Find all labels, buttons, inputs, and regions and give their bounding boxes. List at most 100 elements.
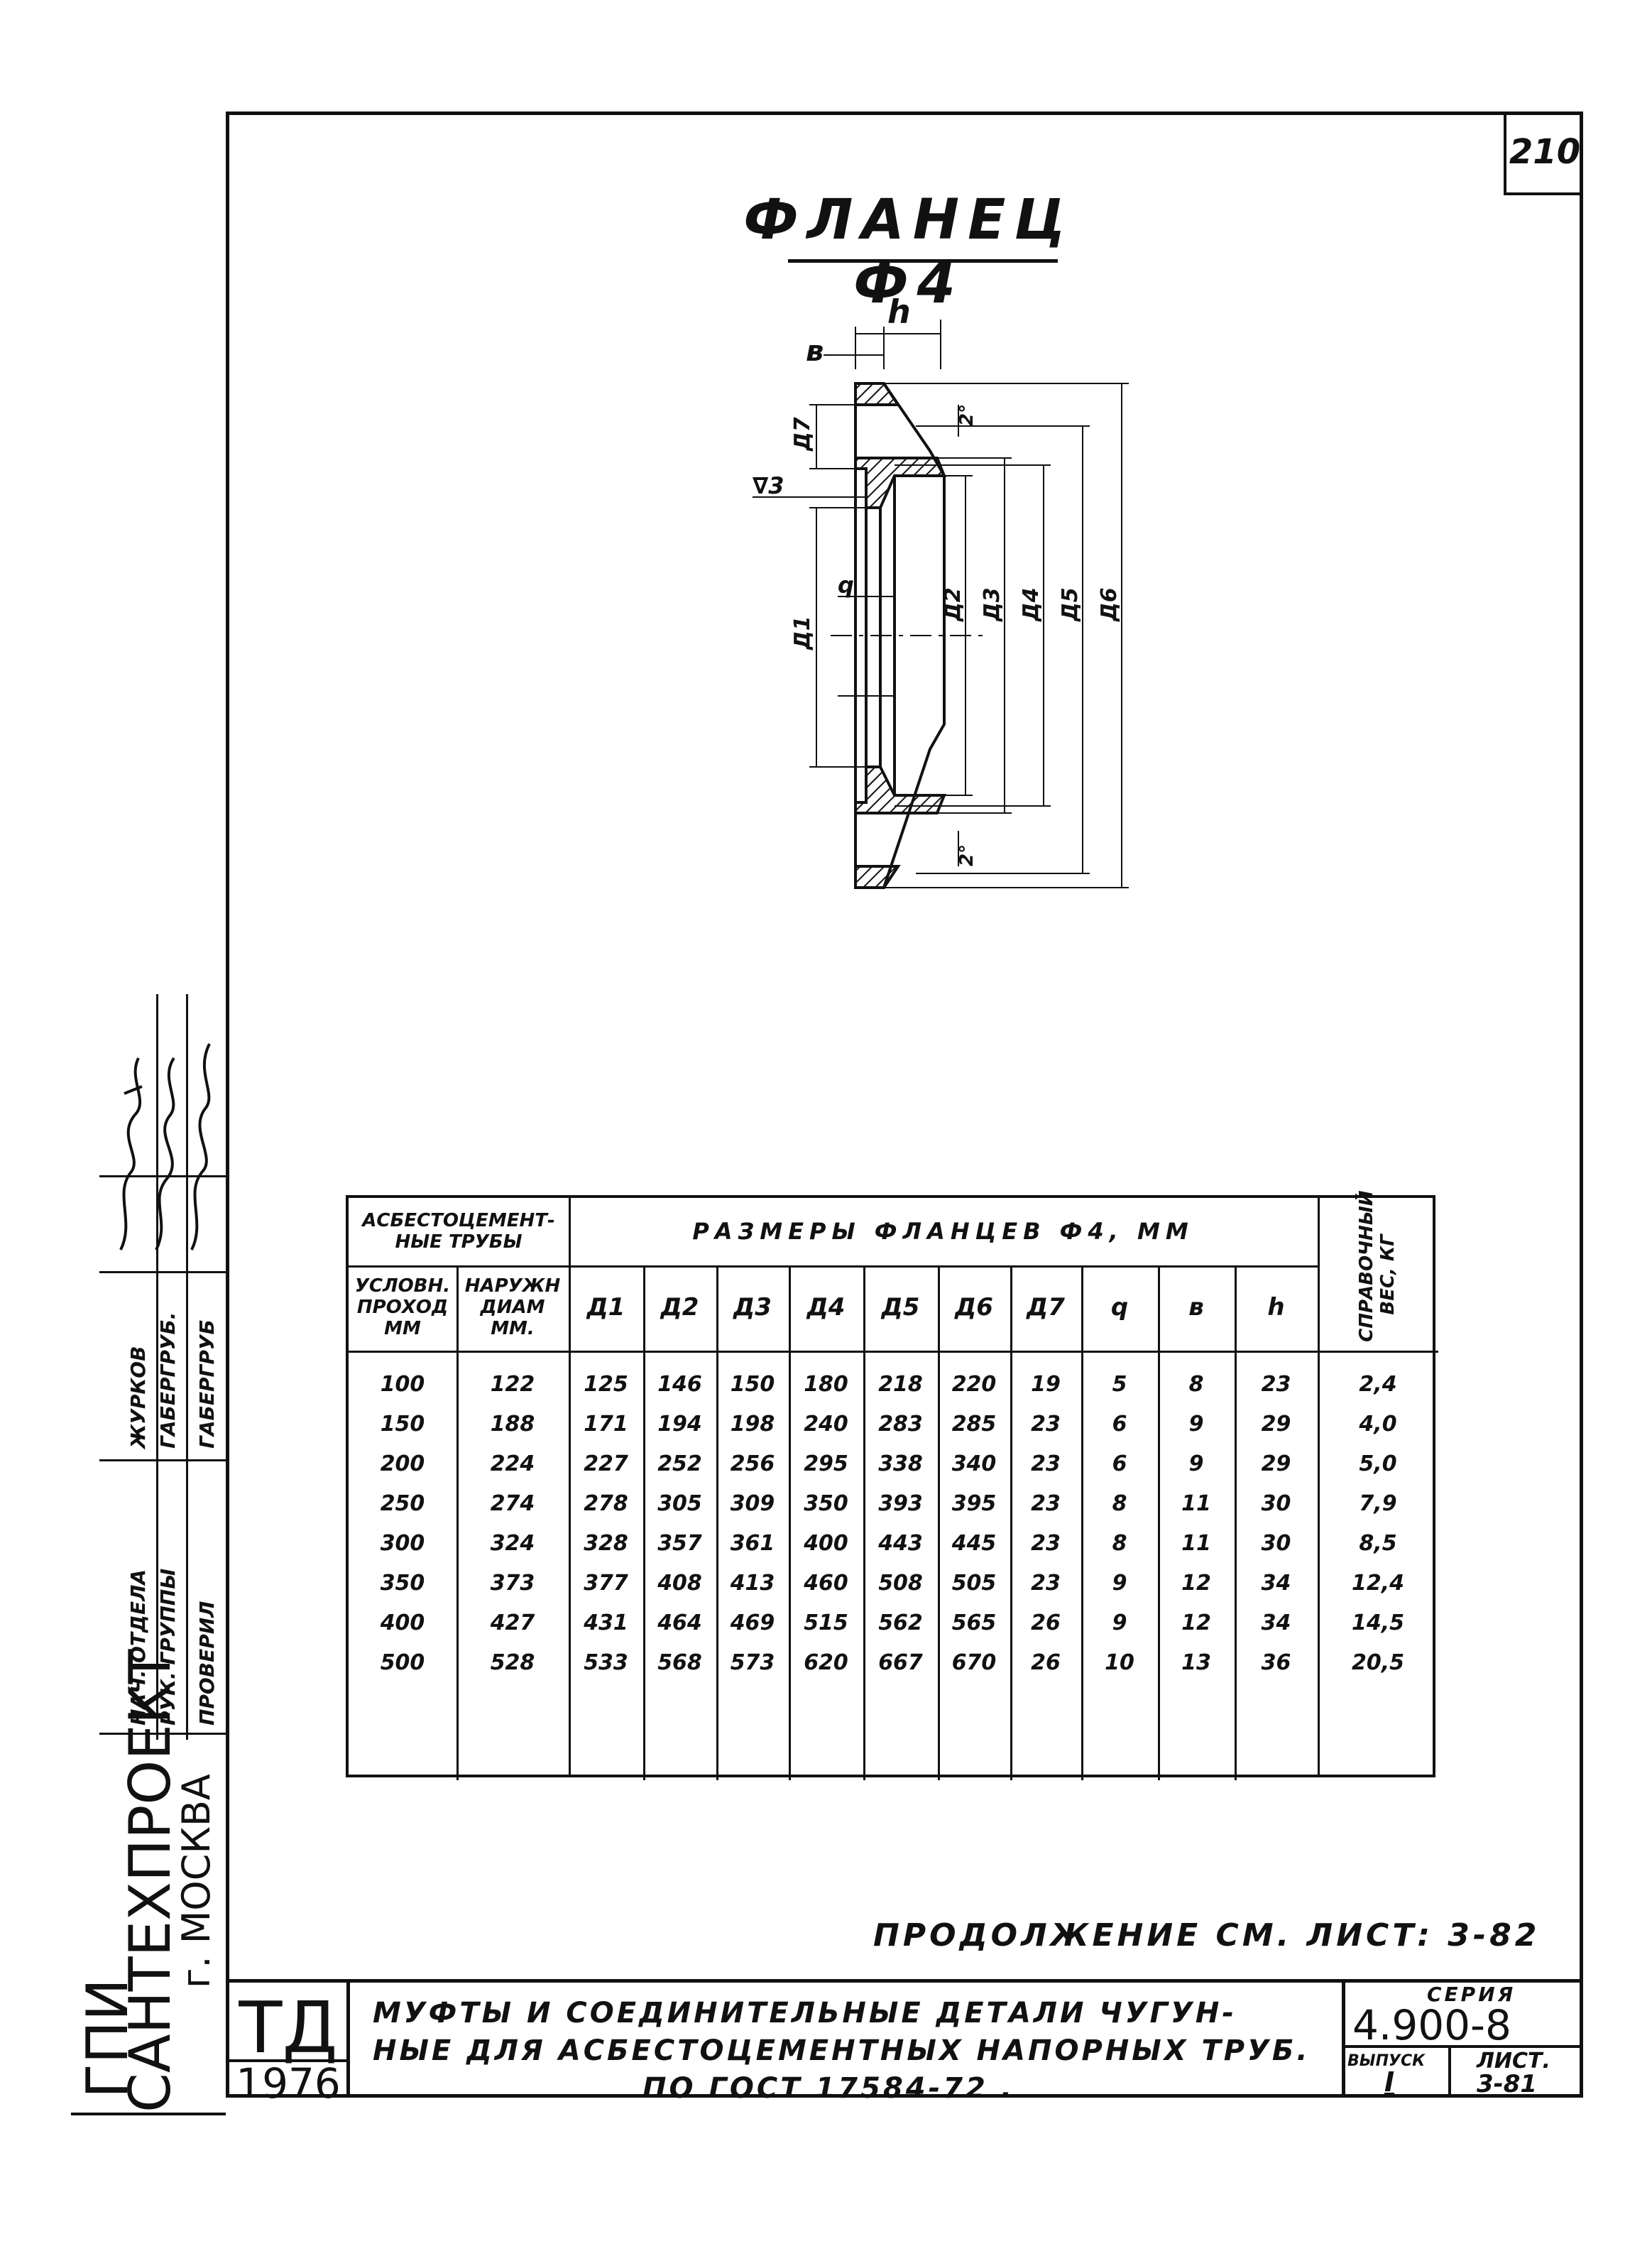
header-Д2: Д2	[660, 1293, 699, 1322]
page-number: 210	[1504, 111, 1583, 195]
table-vline	[716, 1265, 718, 1780]
stamp-sep-2	[99, 1271, 226, 1273]
table-cell: 26	[1031, 1610, 1061, 1635]
title-block-series-line	[1342, 2045, 1583, 2048]
table-vline	[456, 1265, 459, 1780]
header-nominal: УСЛОВН. ПРОХОД ММ	[354, 1275, 451, 1339]
table-cell: 408	[657, 1570, 702, 1596]
table-cell: 350	[804, 1491, 848, 1516]
table-cell: 8	[1112, 1530, 1127, 1556]
table-cell: 180	[804, 1371, 848, 1397]
table-cell: 565	[951, 1610, 997, 1635]
table-hline	[349, 1351, 1438, 1353]
table-cell: 30	[1261, 1491, 1291, 1516]
header-Д5: Д5	[881, 1293, 920, 1322]
table-vline	[1158, 1265, 1160, 1780]
table-cell: 4,0	[1359, 1411, 1397, 1437]
table-cell: 9	[1112, 1570, 1127, 1596]
header-h: h	[1267, 1293, 1285, 1322]
table-cell: 240	[804, 1411, 848, 1437]
table-cell: 8,5	[1359, 1530, 1397, 1556]
table-cell: 443	[878, 1530, 923, 1556]
table-cell: 8	[1112, 1491, 1127, 1516]
table-cell: 670	[951, 1650, 997, 1675]
table-cell: 515	[804, 1610, 848, 1635]
table-cell: 256	[730, 1451, 775, 1476]
table-cell: 500	[380, 1650, 425, 1675]
table-cell: 309	[730, 1491, 775, 1516]
table-cell: 505	[951, 1570, 997, 1596]
table-cell: 395	[951, 1491, 997, 1516]
table-cell: 14,5	[1351, 1610, 1405, 1635]
table-cell: 400	[804, 1530, 848, 1556]
table-cell: 11	[1181, 1491, 1211, 1516]
header-Д4: Д4	[806, 1293, 846, 1322]
table-cell: 373	[490, 1570, 535, 1596]
header-Д3: Д3	[733, 1293, 772, 1322]
table-cell: 250	[380, 1491, 425, 1516]
table-cell: 528	[490, 1650, 535, 1675]
stamp-sep-4	[99, 1733, 226, 1735]
table-cell: 9	[1188, 1451, 1204, 1476]
issue-value: I	[1384, 2066, 1395, 2098]
table-cell: 357	[657, 1530, 702, 1556]
label-d2: Д2	[941, 587, 966, 622]
label-d7: Д7	[790, 417, 815, 452]
table-cell: 100	[380, 1371, 425, 1397]
table-cell: 361	[730, 1530, 775, 1556]
table-cell: 2,4	[1359, 1371, 1397, 1397]
table-cell: 7,9	[1359, 1491, 1397, 1516]
table-vline	[1235, 1265, 1237, 1780]
table-cell: 188	[490, 1411, 535, 1437]
table-cell: 34	[1261, 1570, 1291, 1596]
table-cell: 6	[1112, 1411, 1127, 1437]
title-block-line-3: ПО ГОСТ 17584-72 .	[642, 2072, 1015, 2105]
table-cell: 568	[657, 1650, 702, 1675]
table-vline	[789, 1265, 791, 1780]
year: 1976	[236, 2059, 341, 2108]
stamp-name-3: ГАБЕРГРУБ	[195, 1319, 219, 1449]
table-cell: 5,0	[1359, 1451, 1397, 1476]
table-cell: 122	[490, 1371, 535, 1397]
table-cell: 5	[1112, 1371, 1127, 1397]
table-cell: 533	[584, 1650, 628, 1675]
table-vline	[863, 1265, 865, 1780]
table-cell: 23	[1031, 1530, 1061, 1556]
title-underline	[788, 259, 1058, 263]
sheet-label: ЛИСТ.	[1477, 2049, 1550, 2074]
table-cell: 171	[584, 1411, 628, 1437]
table-cell: 667	[878, 1650, 923, 1675]
stamp-sep-3	[99, 1175, 226, 1177]
table-cell: 573	[730, 1650, 775, 1675]
table-cell: 283	[878, 1411, 923, 1437]
stamp-name-1: ЖУРКОВ	[126, 1346, 150, 1449]
table-cell: 10	[1105, 1650, 1134, 1675]
header-weight-text: СПРАВОЧНЫЙ ВЕС, КГ	[1356, 1190, 1399, 1342]
table-cell: 23	[1261, 1371, 1291, 1397]
stamp-role-2: РУК. ГРУППЫ	[156, 1568, 180, 1726]
table-cell: 6	[1112, 1451, 1127, 1476]
td-mark: ТД	[239, 1985, 338, 2069]
continuation-note: ПРОДОЛЖЕНИЕ СМ. ЛИСТ: 3-82	[873, 1917, 1541, 1953]
table-cell: 23	[1031, 1451, 1061, 1476]
label-q: q	[838, 572, 854, 599]
label-d1: Д1	[790, 616, 815, 650]
table-cell: 146	[657, 1371, 702, 1397]
sheet-frame	[226, 111, 1583, 2098]
table-cell: 427	[490, 1610, 535, 1635]
flange-drawing: h в Д7 2° 2° ∇3 Д1 q Д2 Д3 Д4 Д5 Д6	[753, 298, 1129, 889]
table-cell: 620	[804, 1650, 848, 1675]
table-cell: 431	[584, 1610, 628, 1635]
table-cell: 300	[380, 1530, 425, 1556]
label-angle-top: 2°	[956, 404, 978, 426]
table-cell: 220	[951, 1371, 997, 1397]
label-d3: Д3	[980, 587, 1005, 622]
table-cell: 125	[584, 1371, 628, 1397]
table-cell: 9	[1188, 1411, 1204, 1437]
header-pipes: АСБЕСТОЦЕМЕНТ-НЫЕ ТРУБЫ	[362, 1209, 555, 1253]
table-vline	[643, 1265, 645, 1780]
header-Д6: Д6	[955, 1293, 993, 1322]
series-label: СЕРИЯ	[1427, 1983, 1516, 2006]
table-vline	[1081, 1265, 1083, 1780]
